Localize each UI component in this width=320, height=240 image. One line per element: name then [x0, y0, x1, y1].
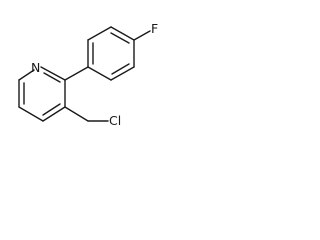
bond-c6-n1	[18, 69, 35, 81]
bond-ph2-ph3	[110, 66, 135, 81]
double-bond-ph2-ph3	[111, 63, 130, 75]
bond-c4-c5	[18, 106, 44, 122]
bond-ring-to-ch2	[64, 106, 89, 122]
double-bond-c3-c4	[42, 103, 61, 116]
bond-ph5-ph6	[87, 26, 112, 41]
bond-ph4-ph5	[110, 26, 135, 41]
chlorine-atom-label: Cl	[109, 113, 121, 128]
double-bond-n1-c2	[43, 72, 61, 83]
nitrogen-atom-label: N	[31, 60, 40, 75]
chemical-structure-diagram: N F Cl	[18, 21, 158, 128]
chloromethyl-group	[64, 106, 109, 122]
pyridine-ring	[18, 66, 66, 122]
bond-pyridine-to-phenyl	[64, 66, 89, 81]
bond-phenyl-to-fluorine	[133, 30, 151, 41]
bond-c3-c4	[42, 106, 66, 122]
bond-ph1-ph2	[87, 66, 112, 81]
fluorine-atom-label: F	[151, 21, 158, 36]
fluorophenyl-ring	[87, 26, 135, 81]
double-bond-ph4-ph5	[110, 32, 130, 44]
bond-n1-c2	[40, 66, 66, 81]
